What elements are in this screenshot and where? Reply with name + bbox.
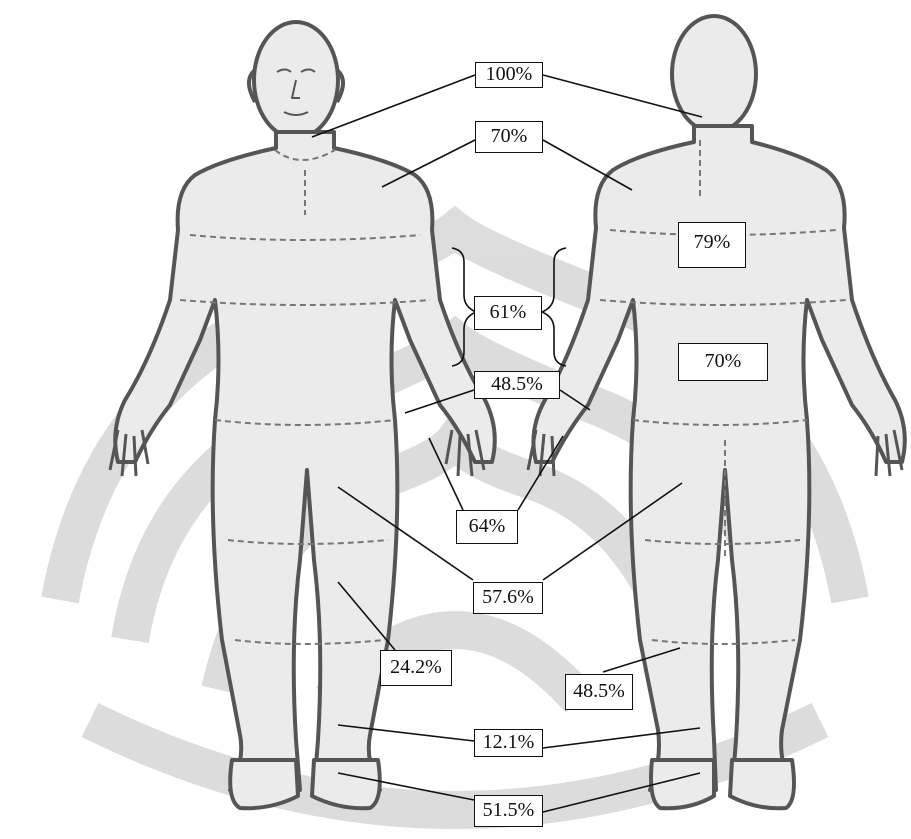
label-ankle: 12.1% (474, 729, 543, 757)
label-shoulders: 70% (475, 121, 543, 153)
back-head (672, 16, 756, 132)
label-hand: 64% (456, 510, 518, 544)
leader-shoulder-front (382, 140, 475, 187)
label-foot: 51.5% (474, 795, 543, 827)
label-upper-back: 79% (678, 222, 746, 268)
front-left-foot (230, 760, 298, 808)
label-trunk: 61% (474, 296, 542, 330)
label-thigh: 57.6% (473, 582, 543, 614)
back-right-foot (730, 760, 794, 808)
label-neck: 100% (475, 62, 543, 88)
back-left-foot (651, 760, 714, 808)
label-knee: 24.2% (380, 650, 452, 686)
label-wrist: 48.5% (474, 371, 560, 399)
front-right-foot (312, 760, 380, 808)
label-lower-back: 70% (678, 343, 768, 381)
label-calf: 48.5% (565, 674, 633, 710)
front-body-figure (110, 22, 495, 808)
